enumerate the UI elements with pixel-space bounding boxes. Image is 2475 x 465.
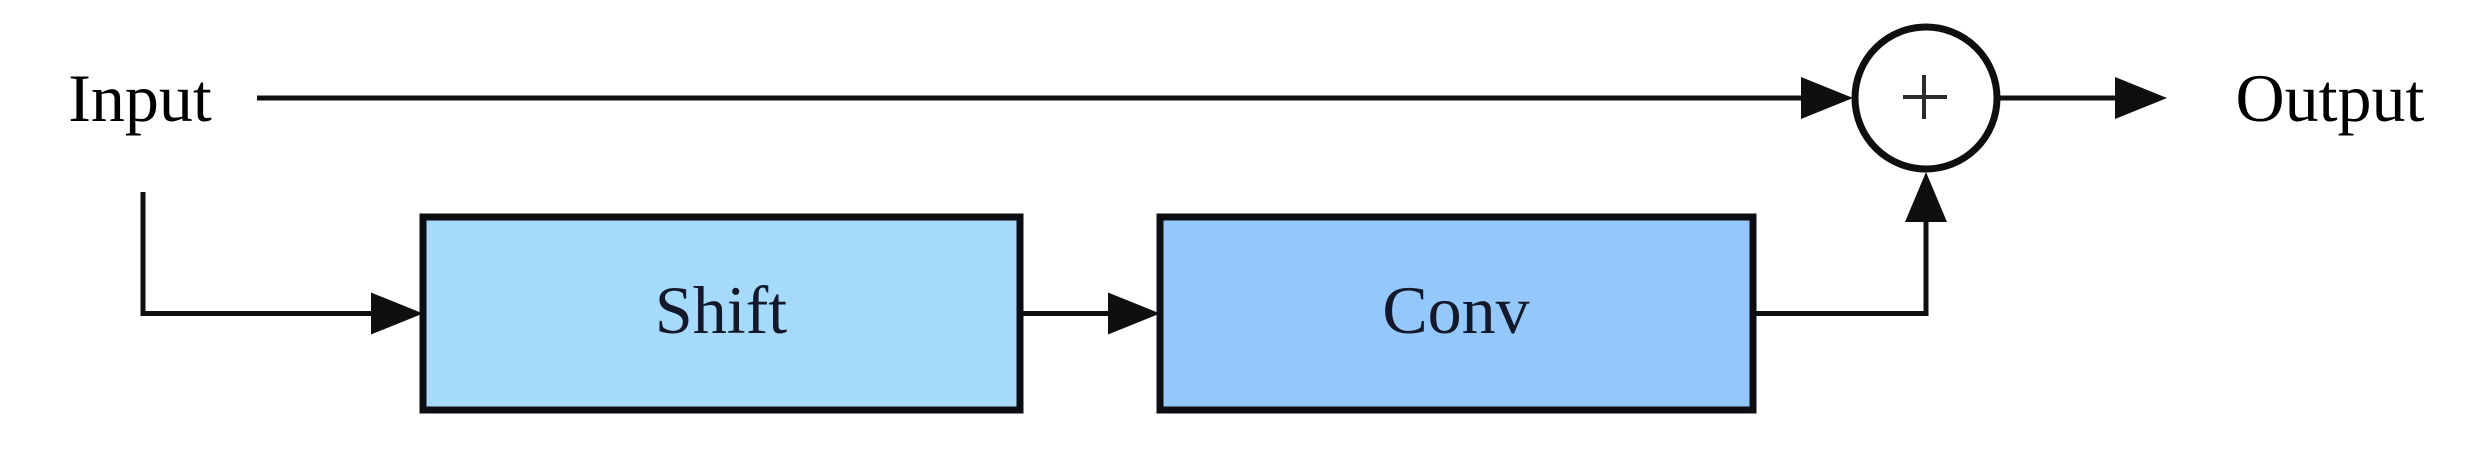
input-label: Input — [68, 60, 212, 136]
sum-input-arrowhead-icon — [1905, 172, 1947, 222]
conv-label: Conv — [1382, 272, 1529, 348]
arrowheads — [371, 77, 2167, 335]
shift-label: Shift — [655, 272, 787, 348]
shift-box — [419, 213, 1024, 414]
connector-lines — [140, 95, 2119, 316]
conv-input-arrowhead-icon — [1108, 292, 1160, 335]
terminal-labels: Input Output — [68, 60, 2424, 136]
skip-arrowhead-icon — [1801, 77, 1853, 119]
shift-input-arrowhead-icon — [371, 292, 423, 335]
input-to-shift-line — [140, 192, 373, 316]
output-arrowhead-icon — [2115, 77, 2167, 119]
conv-box — [1156, 213, 1757, 414]
output-label: Output — [2236, 60, 2425, 136]
conv-to-sum-line — [1753, 220, 1929, 316]
operation-boxes — [419, 213, 1757, 414]
box-labels: Shift Conv — [655, 272, 1530, 348]
plus-icon — [1903, 75, 1947, 119]
